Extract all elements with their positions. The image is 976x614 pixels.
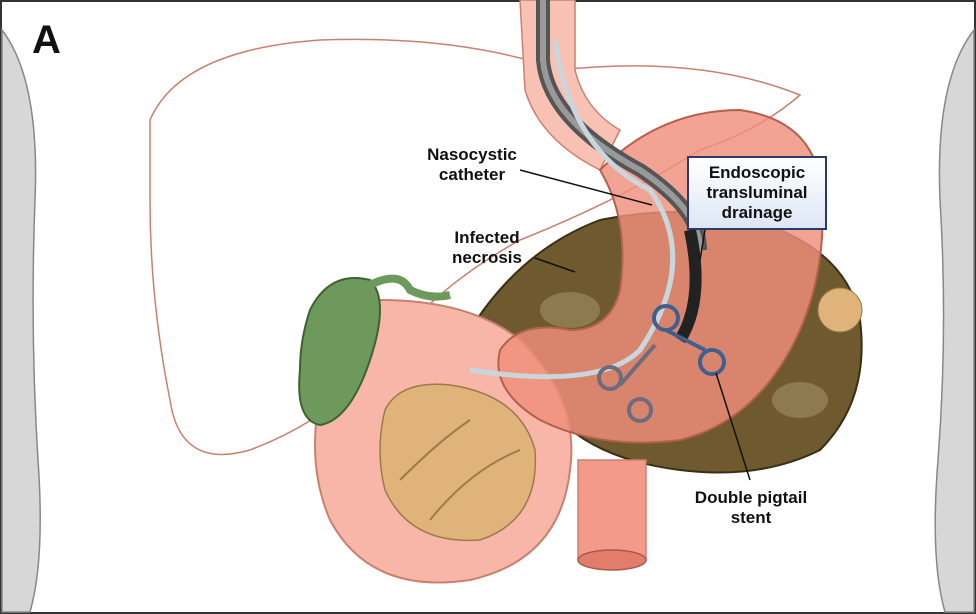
- label-nasocystic-catheter: Nasocystic catheter: [412, 145, 532, 185]
- necrosis-debris: [540, 292, 600, 328]
- necrosis-debris: [772, 382, 828, 418]
- vessel-opening: [578, 550, 646, 570]
- label-line: catheter: [412, 165, 532, 185]
- label-infected-necrosis: Infected necrosis: [432, 228, 542, 268]
- label-line: necrosis: [432, 248, 542, 268]
- label-line: Endoscopic: [709, 163, 805, 183]
- label-line: Nasocystic: [412, 145, 532, 165]
- label-box-endoscopic-transluminal-drainage: Endoscopic transluminal drainage: [687, 156, 827, 230]
- panel-label: A: [32, 18, 61, 62]
- blood-vessel: [578, 460, 646, 560]
- pancreas-tail: [818, 288, 862, 332]
- label-line: Double pigtail: [676, 488, 826, 508]
- label-line: stent: [676, 508, 826, 528]
- label-double-pigtail-stent: Double pigtail stent: [676, 488, 826, 528]
- label-line: transluminal: [706, 183, 807, 203]
- label-line: Infected: [432, 228, 542, 248]
- label-line: drainage: [722, 203, 793, 223]
